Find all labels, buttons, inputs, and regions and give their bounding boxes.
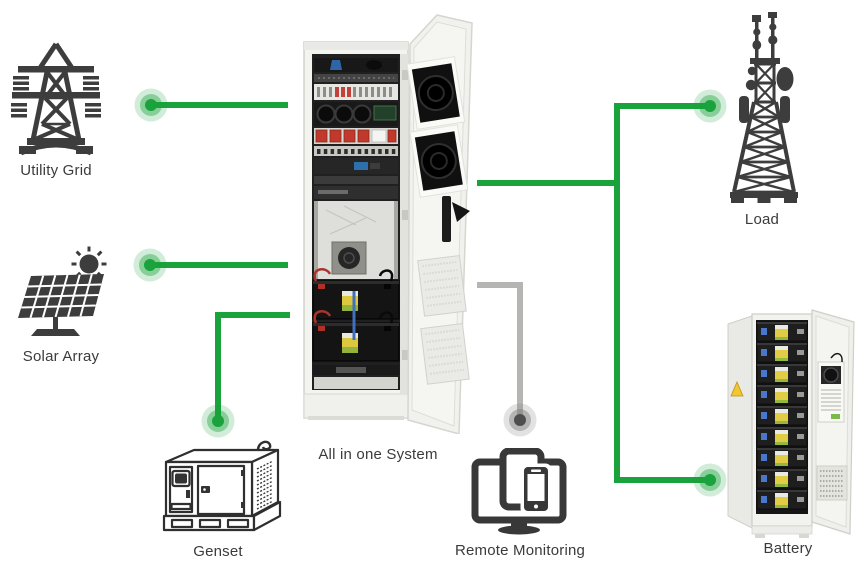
internal-battery-modules — [311, 268, 401, 363]
rack-equipment — [314, 58, 398, 279]
load-tower-icon — [730, 12, 798, 203]
solar-panel — [18, 274, 104, 318]
genset-connection-line-h — [215, 312, 290, 318]
dish-antenna — [776, 67, 794, 91]
door-handle — [452, 202, 470, 222]
insulator-bars — [11, 76, 101, 118]
all-in-one-cabinet-image — [303, 14, 473, 434]
solar-array-icon — [18, 246, 107, 336]
genset-door — [196, 464, 246, 516]
battery-branch-line — [614, 477, 710, 483]
system-output-connection-line — [477, 180, 620, 186]
battery-modules — [756, 321, 808, 510]
panel-antenna — [780, 96, 790, 123]
genset-connection-line-v — [215, 312, 221, 422]
door-ac-unit — [817, 352, 845, 423]
door-vent — [816, 465, 848, 501]
all-in-one-system-label: All in one System — [318, 446, 438, 463]
load-battery-trunk-line — [614, 103, 620, 483]
monitoring-connection-line-v — [517, 282, 523, 422]
utility-grid-icon — [11, 42, 101, 156]
panel-antenna — [739, 96, 749, 123]
load-label: Load — [744, 211, 780, 228]
solar-array-connection-line — [150, 262, 288, 268]
remote-monitoring-label: Remote Monitoring — [454, 542, 586, 559]
utility-grid-connection-line — [151, 102, 288, 108]
door-grille — [420, 322, 470, 385]
genset-louver — [256, 460, 274, 510]
battery-cabinet-door — [811, 309, 855, 535]
door-fan — [409, 124, 469, 198]
warning-triangle-icon — [730, 380, 744, 397]
remote-monitoring-icon — [471, 448, 567, 535]
battery-label: Battery — [763, 540, 813, 557]
genset-label: Genset — [193, 543, 243, 560]
sun-icon — [71, 246, 107, 282]
monitor-display — [354, 162, 368, 170]
smartphone-icon — [520, 463, 552, 515]
utility-grid-label: Utility Grid — [20, 162, 92, 179]
solar-array-label: Solar Array — [22, 348, 100, 365]
door-fan — [406, 56, 466, 130]
door-grille — [417, 254, 467, 317]
genset-control-panel — [168, 465, 194, 514]
cabinet-door — [406, 14, 473, 434]
genset-icon — [162, 440, 282, 532]
monitoring-connection-line-h — [477, 282, 523, 288]
load-branch-line — [614, 103, 710, 109]
battery-cabinet-image — [727, 309, 855, 538]
door-latch — [442, 196, 451, 242]
